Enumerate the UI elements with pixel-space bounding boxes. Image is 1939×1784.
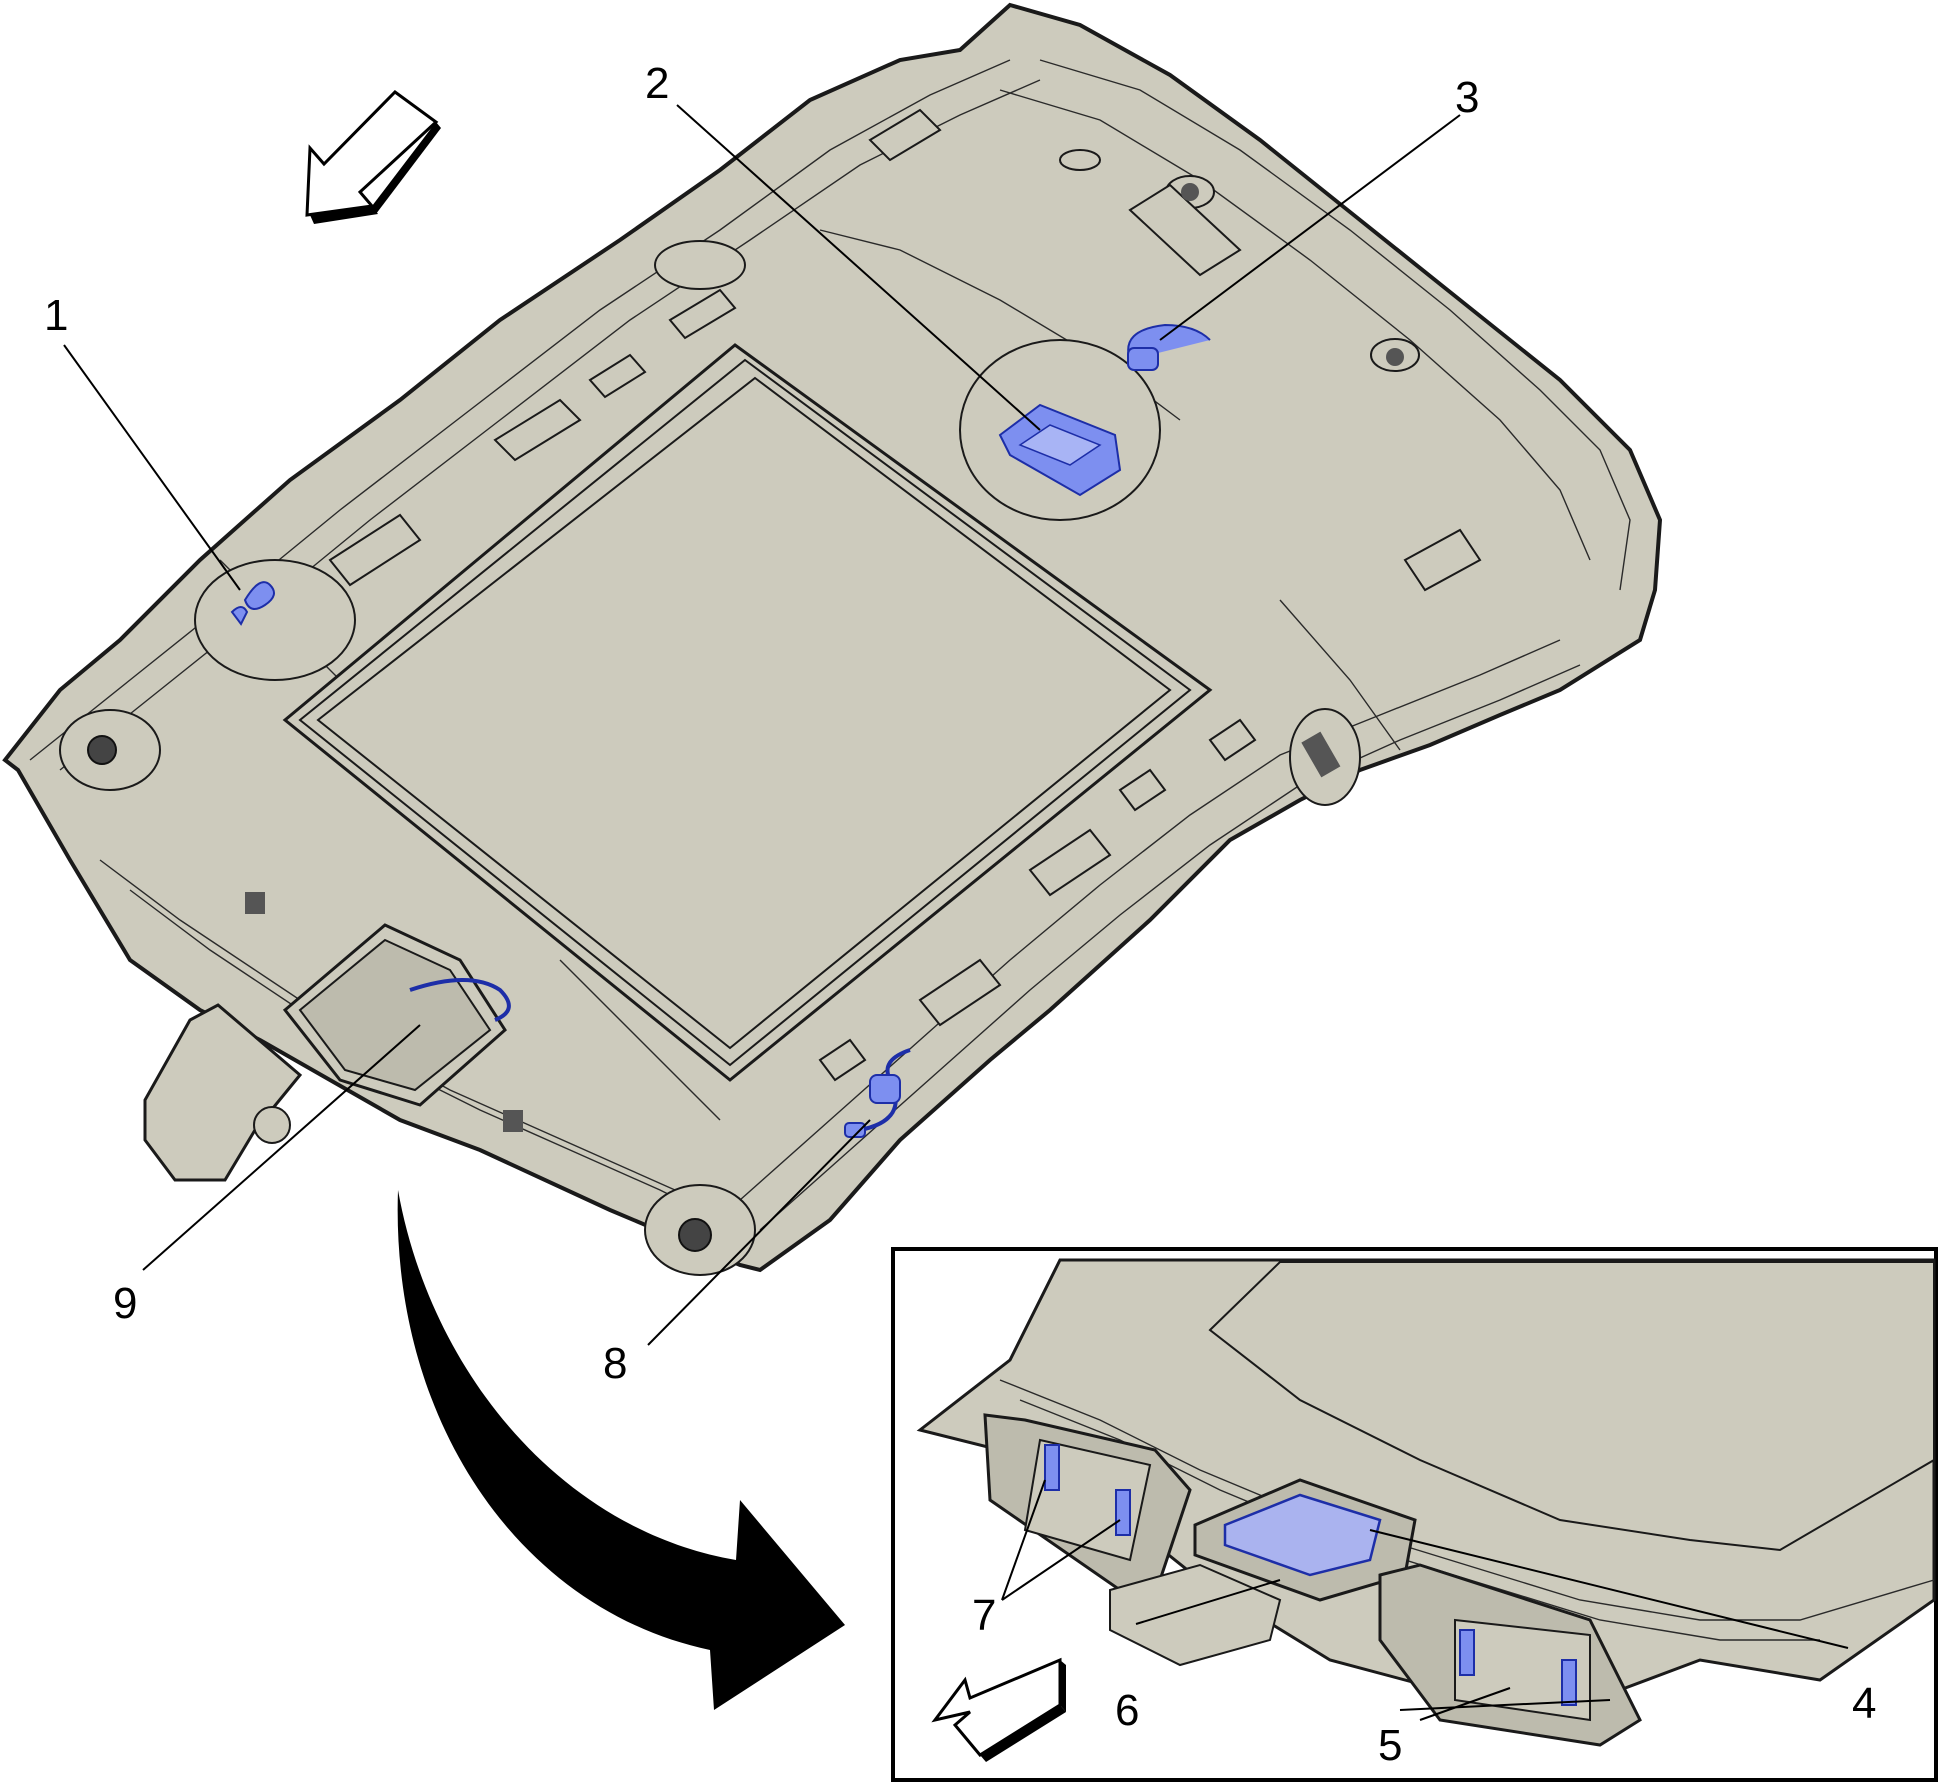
detail-view-curved-arrow-icon	[397, 1190, 845, 1710]
highlighted-parts	[230, 323, 1211, 1138]
callout-9: 9	[113, 1279, 137, 1328]
headliner-panel	[2, 2, 1663, 1276]
callout-7: 7	[972, 1591, 996, 1640]
callout-6: 6	[1115, 1686, 1139, 1735]
callout-3: 3	[1455, 73, 1479, 122]
callout-8: 8	[603, 1339, 627, 1388]
callout-5: 5	[1378, 1721, 1402, 1770]
forward-direction-arrow-icon	[305, 90, 441, 224]
detail-inset	[891, 1247, 1938, 1782]
callout-labels: 1 2 3 4 5 6 7 8 9	[44, 59, 1876, 1770]
callout-1: 1	[44, 291, 68, 340]
leader-lines	[63, 104, 1849, 1721]
callout-4: 4	[1852, 1679, 1876, 1728]
callout-2: 2	[645, 59, 669, 108]
